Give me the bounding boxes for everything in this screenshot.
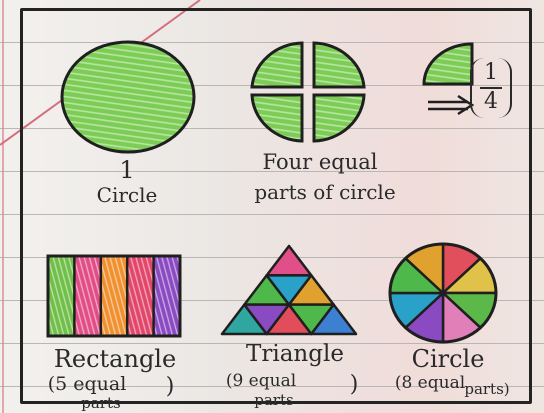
triangle-part [267, 246, 312, 275]
arrow-icon [426, 94, 476, 118]
circle-eight-parts [386, 240, 500, 346]
fraction: 1 4 [470, 58, 512, 118]
circle8-label: Circle [398, 347, 498, 371]
rectangle-parts-label: (5 equal [32, 375, 142, 394]
triangle-parts-label-2: parts [244, 393, 304, 408]
fraction-denominator: 4 [470, 91, 512, 113]
rectangle-five-parts [44, 252, 184, 340]
triangle-nine-parts [218, 240, 360, 340]
rectangle-label: Rectangle [40, 347, 190, 371]
four-equal-label-line1: Four equal [250, 152, 390, 173]
triangle-parts-label: (9 equal [216, 373, 306, 390]
rectangle-parts-label-2: parts [66, 396, 136, 411]
fraction-numerator: 1 [470, 62, 512, 84]
circle8-parts-label-2: parts) [452, 382, 522, 397]
triangle-label: Triangle [230, 343, 360, 366]
circle-number: 1 [112, 158, 142, 182]
four-equal-label-line2: parts of circle [250, 182, 400, 202]
whole-circle [58, 38, 198, 156]
rectangle-paren: ) [160, 376, 180, 398]
triangle-paren: ) [344, 374, 364, 396]
circle-label: Circle [82, 185, 172, 205]
four-quarter-circle [244, 37, 374, 147]
